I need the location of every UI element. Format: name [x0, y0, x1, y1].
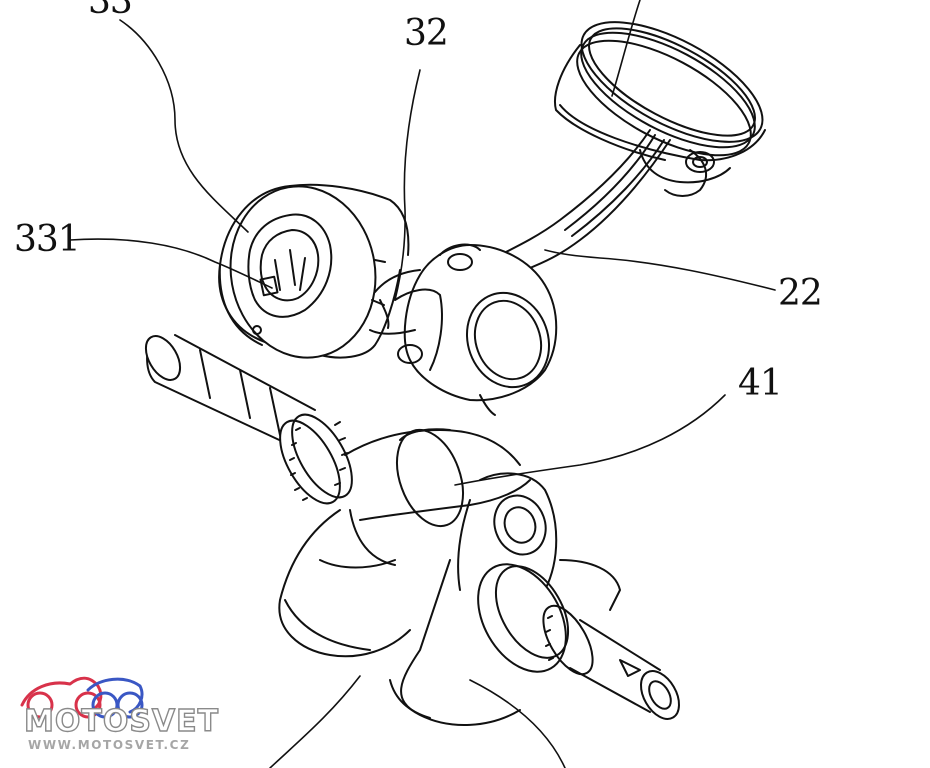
label-32: 32: [404, 13, 449, 54]
watermark-brand: MOTOSVET: [23, 703, 220, 739]
piston: [554, 21, 766, 197]
connecting-rod: [369, 129, 671, 416]
leader-piston: [611, 0, 641, 97]
label-33: 33: [88, 0, 133, 22]
motosvet-logo: [20, 676, 144, 719]
crankshaft: [144, 334, 680, 727]
leader-33: [119, 19, 249, 233]
balance-block: [218, 183, 410, 359]
watermark-url: WWW.MOTOSVET.CZ: [28, 738, 191, 752]
leader-331: [69, 238, 273, 289]
logo-blue-bike: [86, 677, 144, 714]
leader-lines: [69, 0, 776, 768]
leader-41: [454, 394, 726, 486]
leader-22: [544, 249, 776, 291]
label-41: 41: [738, 363, 783, 404]
leader-32: [394, 69, 421, 301]
label-331: 331: [14, 219, 81, 260]
leader-bottom-left: [269, 675, 361, 768]
leader-bottom-right: [469, 679, 566, 768]
label-22: 22: [778, 273, 823, 314]
